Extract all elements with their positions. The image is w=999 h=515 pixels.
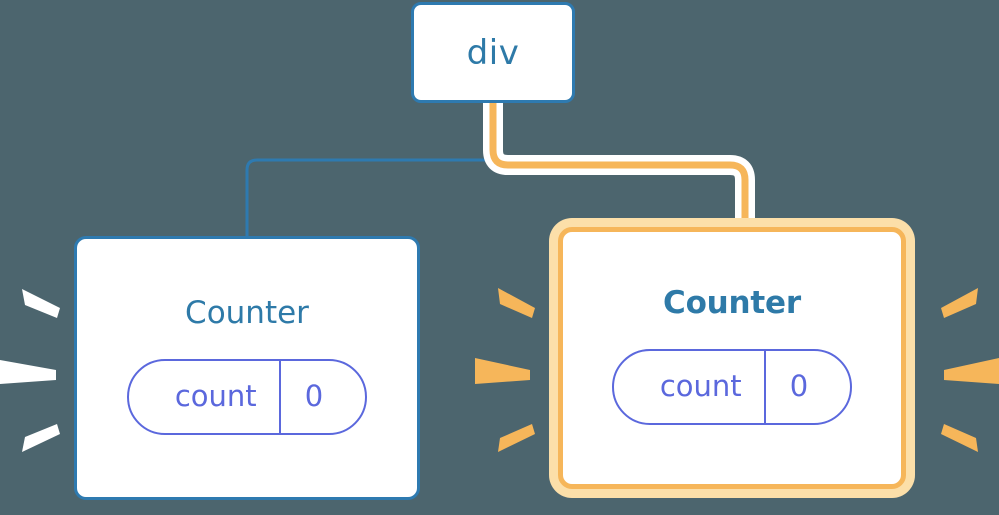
burst-ray <box>941 288 978 318</box>
state-name-left: count <box>174 379 257 413</box>
node-counter-left-label: Counter <box>185 294 309 331</box>
state-value-left: 0 <box>304 379 324 413</box>
node-div[interactable]: div <box>411 2 575 103</box>
burst-ray <box>498 288 535 318</box>
burst-ray <box>944 358 999 384</box>
state-pill-left: count 0 <box>126 358 368 435</box>
node-div-label: div <box>466 32 520 73</box>
burst-ray <box>475 358 530 384</box>
state-pill-right: count 0 <box>611 348 853 425</box>
node-counter-right[interactable]: Counter count 0 <box>558 227 906 489</box>
burst-ray <box>22 289 60 318</box>
burst-middle-orange <box>475 288 535 452</box>
edge-div-to-counter-left <box>245 103 495 236</box>
burst-ray <box>22 424 60 452</box>
state-name-right: count <box>659 369 742 403</box>
state-value-right: 0 <box>789 369 809 403</box>
node-counter-left[interactable]: Counter count 0 <box>74 236 420 500</box>
burst-right-orange <box>941 288 999 452</box>
node-counter-right-label: Counter <box>663 284 801 321</box>
burst-left-white <box>0 289 60 452</box>
burst-ray <box>498 424 535 452</box>
edge-div-to-counter-right <box>489 103 749 232</box>
burst-ray <box>941 424 978 452</box>
burst-ray <box>0 360 56 384</box>
state-pill-divider <box>763 350 766 423</box>
state-pill-divider <box>278 360 281 433</box>
